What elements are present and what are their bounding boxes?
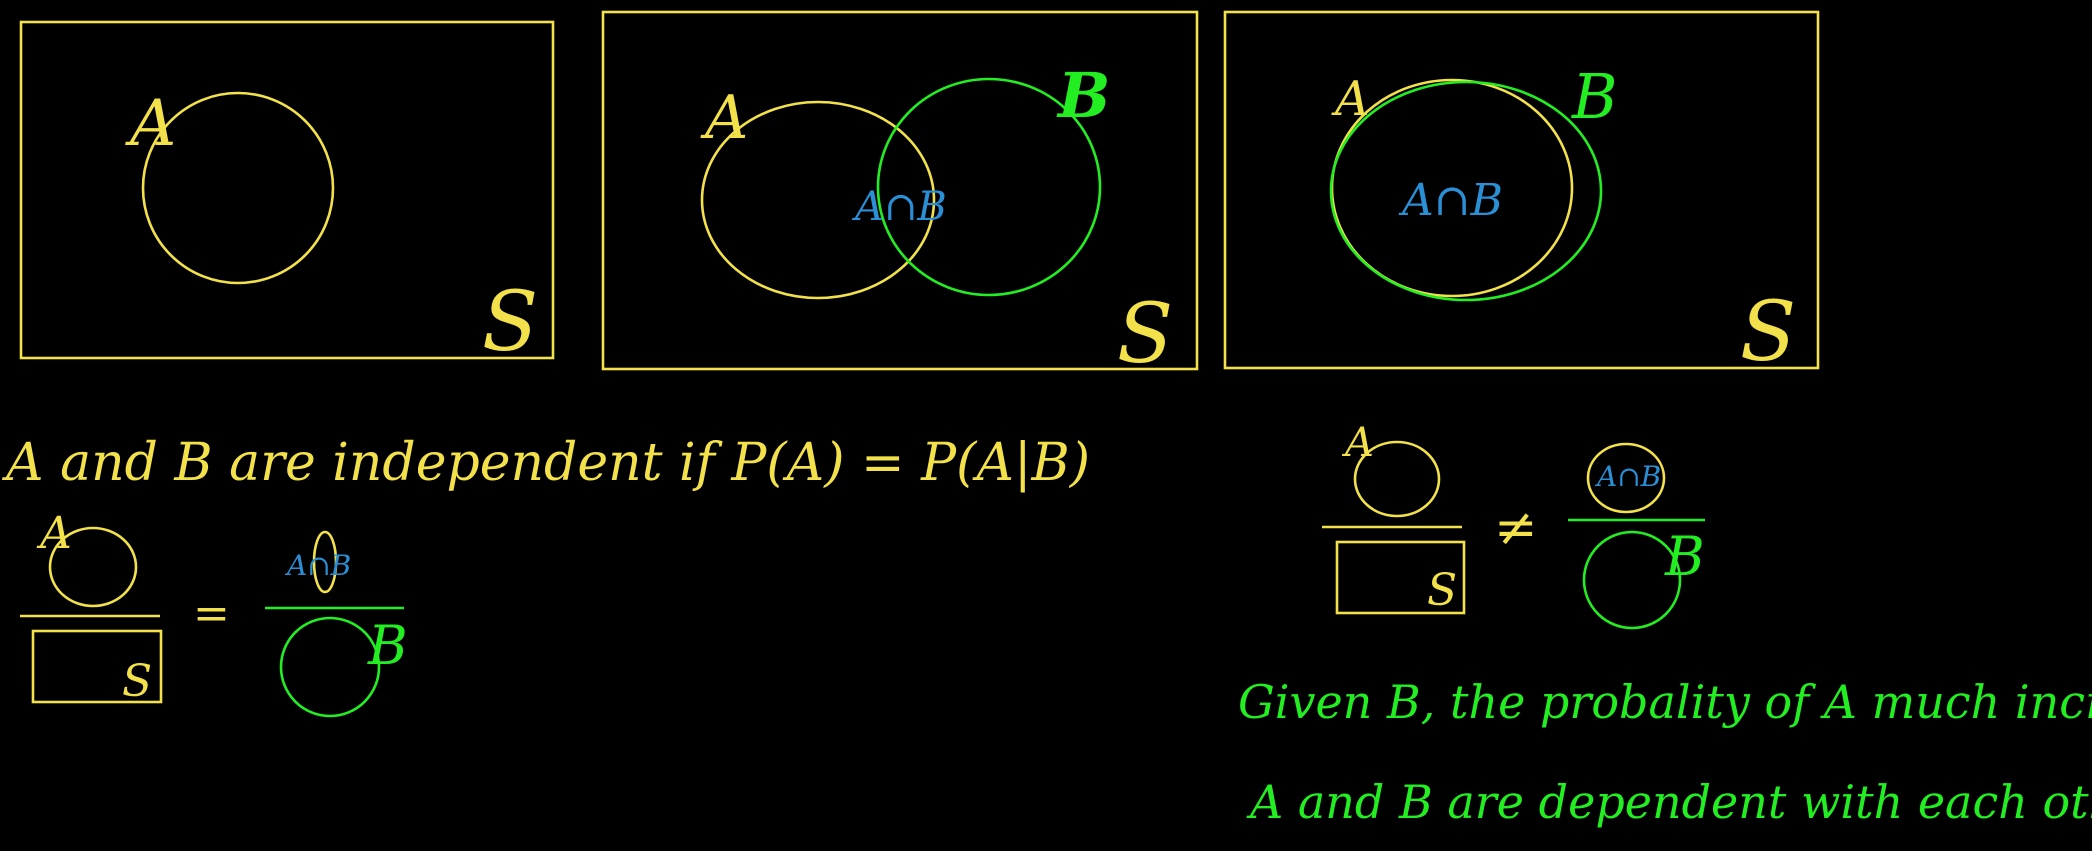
- event-a-circle: [48, 526, 138, 608]
- independence-equation: A S = A∩B B: [20, 508, 408, 718]
- intersection-label: A∩B: [284, 549, 351, 582]
- sample-space-box: [19, 20, 555, 360]
- intersection-lens: [312, 530, 338, 594]
- sample-space-label: S: [1117, 287, 1173, 382]
- event-a-label: A: [1341, 420, 1374, 466]
- event-a-label: A: [36, 508, 72, 559]
- event-b-circle: [279, 616, 381, 718]
- dependence-equation: A S ≠ A∩B B: [1322, 420, 1705, 630]
- not-equal-sign: ≠: [1494, 498, 1538, 558]
- sample-space-box: [601, 10, 1199, 371]
- event-b-label: B: [1571, 60, 1618, 133]
- independence-statement: A and B are independent if P(A) = P(A|B): [2, 433, 1090, 493]
- sample-space-label: S: [1427, 565, 1457, 616]
- event-b-circle: [876, 77, 1102, 297]
- right-fraction: A∩B B: [265, 530, 408, 718]
- intersection-label: A∩B: [1594, 460, 1661, 493]
- left-fraction: A S: [20, 508, 163, 707]
- sample-space-box: [1223, 10, 1820, 370]
- event-b-label: B: [367, 614, 408, 677]
- event-a-label: A: [1331, 71, 1370, 127]
- event-b-label: B: [1664, 525, 1705, 588]
- event-a-circle: [700, 100, 936, 300]
- event-b-circle: [1582, 530, 1682, 630]
- event-a-circle: [1353, 440, 1441, 518]
- venn-diagram-partial-overlap: A B A∩B S: [601, 10, 1199, 382]
- sample-space-box: [1335, 540, 1466, 615]
- right-fraction: A∩B B: [1568, 442, 1705, 630]
- event-a-label: A: [125, 87, 176, 161]
- event-a-circle: [141, 91, 335, 285]
- venn-diagram-large-overlap: A B A∩B S: [1223, 10, 1820, 380]
- sample-space-label: S: [122, 656, 152, 707]
- intersection-label: A∩B: [851, 184, 947, 230]
- event-b-circle: [1329, 80, 1603, 302]
- event-a-label: A: [700, 83, 748, 153]
- sample-space-label: S: [482, 275, 538, 370]
- equals-sign: =: [193, 588, 230, 639]
- sample-space-box: [31, 629, 163, 704]
- intersection-label: A∩B: [1398, 175, 1503, 226]
- dependence-note-conclusion: A and B are dependent with each other: [1246, 775, 2092, 829]
- intersection-circle: [1586, 442, 1666, 514]
- left-fraction: A S: [1322, 420, 1466, 616]
- venn-diagram-a-only: A S: [19, 20, 555, 370]
- sample-space-label: S: [1740, 285, 1796, 380]
- event-b-label: B: [1056, 59, 1110, 132]
- dependence-note-given-b: Given B, the probality of A much increas…: [1238, 675, 2092, 729]
